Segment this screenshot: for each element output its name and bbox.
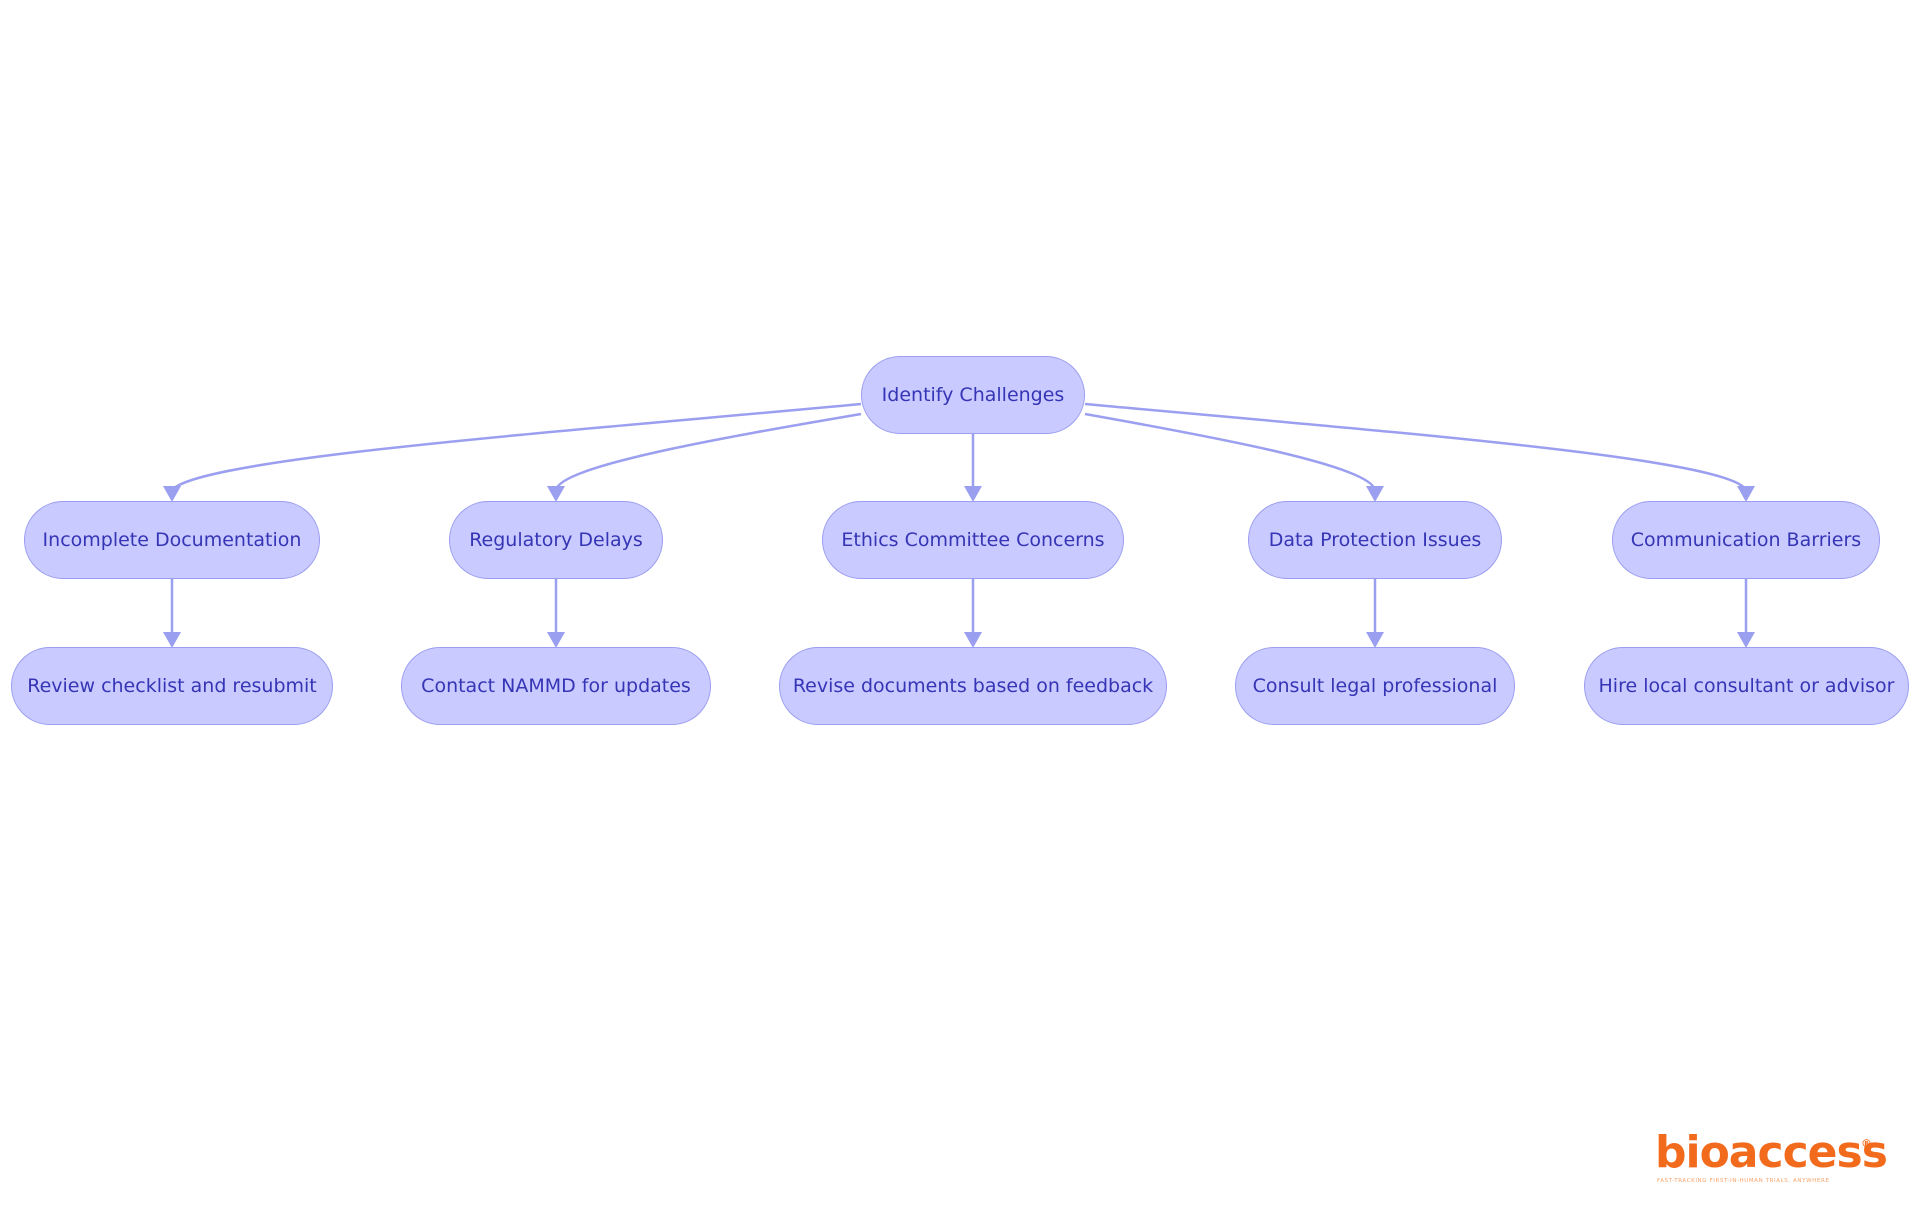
arrow-head — [163, 486, 181, 502]
node-label: Identify Challenges — [881, 384, 1065, 406]
node-label: Communication Barriers — [1630, 529, 1862, 551]
node-label: Review checklist and resubmit — [27, 675, 317, 697]
node-incomplete-documentation: Incomplete Documentation — [24, 501, 320, 579]
edge-root-to-regulatory-delays — [554, 412, 862, 491]
node-label: Regulatory Delays — [469, 529, 643, 551]
node-label: Data Protection Issues — [1268, 529, 1482, 551]
edge-root-to-communication-barriers — [1084, 402, 1748, 491]
logo-wordmark: bioaccess — [1655, 1127, 1888, 1178]
node-label: Incomplete Documentation — [42, 529, 302, 551]
node-label: Hire local consultant or advisor — [1598, 675, 1895, 697]
node-review-checklist-and-resubmit: Review checklist and resubmit — [11, 647, 333, 725]
arrow-head — [1737, 486, 1755, 502]
arrow-head — [547, 486, 565, 502]
node-label: Contact NAMMD for updates — [421, 675, 691, 697]
arrow-head — [163, 632, 181, 648]
node-regulatory-delays: Regulatory Delays — [449, 501, 663, 579]
node-label: Ethics Committee Concerns — [841, 529, 1105, 551]
node-ethics-committee-concerns: Ethics Committee Concerns — [822, 501, 1124, 579]
arrow-head — [1737, 632, 1755, 648]
node-communication-barriers: Communication Barriers — [1612, 501, 1880, 579]
node-revise-documents-based-on-feedback: Revise documents based on feedback — [779, 647, 1167, 725]
node-hire-local-consultant-or-advisor: Hire local consultant or advisor — [1584, 647, 1909, 725]
bioaccess-logo: bioaccess ® FAST-TRACKING FIRST-IN-HUMAN… — [1655, 1128, 1888, 1188]
arrow-head — [964, 632, 982, 648]
edge-root-to-data-protection-issues — [1084, 412, 1377, 491]
node-consult-legal-professional: Consult legal professional — [1235, 647, 1515, 725]
arrow-head — [1366, 632, 1384, 648]
arrow-head — [1366, 486, 1384, 502]
arrow-head — [964, 486, 982, 502]
logo-registered-mark: ® — [1861, 1137, 1872, 1150]
node-data-protection-issues: Data Protection Issues — [1248, 501, 1502, 579]
node-label: Revise documents based on feedback — [792, 675, 1154, 697]
arrow-head — [547, 632, 565, 648]
node-label: Consult legal professional — [1252, 675, 1498, 697]
logo-tagline: FAST-TRACKING FIRST-IN-HUMAN TRIALS, ANY… — [1657, 1178, 1830, 1184]
node-identify-challenges: Identify Challenges — [861, 356, 1085, 434]
edge-root-to-incomplete-documentation — [171, 402, 862, 491]
node-contact-nammd-for-updates: Contact NAMMD for updates — [401, 647, 711, 725]
